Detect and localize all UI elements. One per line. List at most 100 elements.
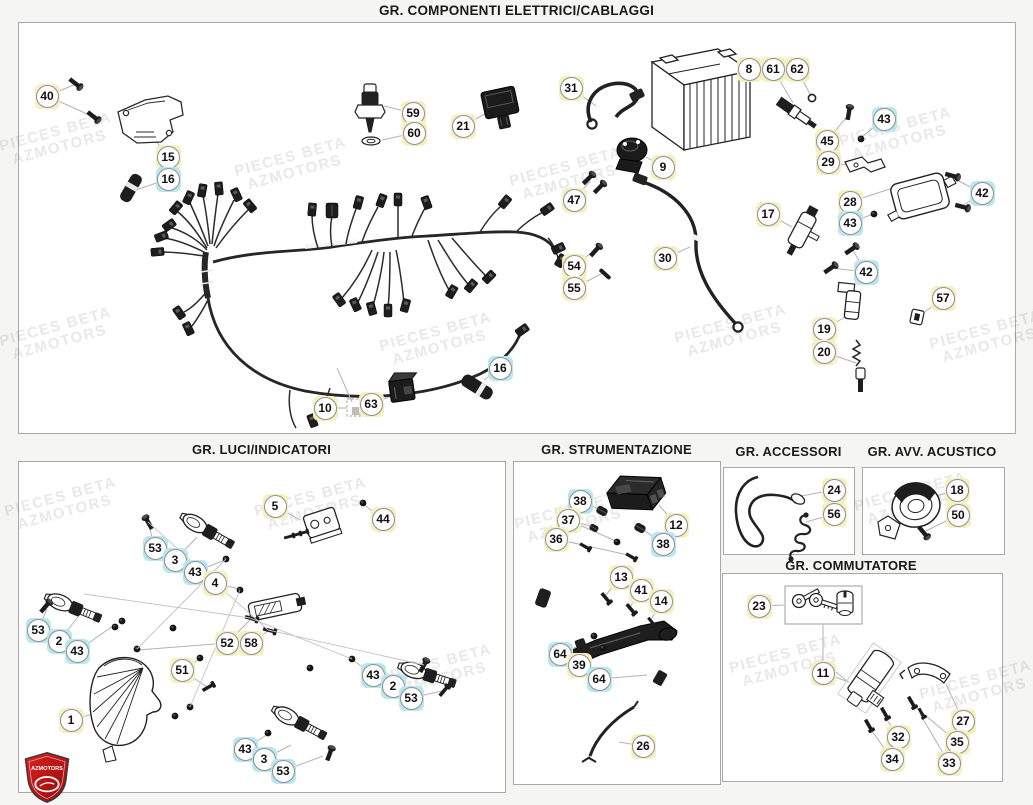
callout-55[interactable]: 55: [561, 275, 587, 301]
callout-62[interactable]: 62: [784, 56, 810, 82]
part-spark-plug-61-62: [775, 93, 817, 129]
callout-1[interactable]: 1: [58, 707, 84, 733]
callout-number: 38: [568, 489, 592, 513]
callout-60[interactable]: 60: [401, 120, 427, 146]
callout-18[interactable]: 18: [944, 477, 970, 503]
callout-34[interactable]: 34: [879, 746, 905, 772]
part-cdi-unit-28: [870, 169, 972, 222]
lock-cylinder: [836, 590, 854, 616]
callout-33[interactable]: 33: [936, 750, 962, 776]
callout-number: 31: [559, 76, 583, 100]
callout-53[interactable]: 53: [398, 685, 424, 711]
callout-number: 28: [838, 190, 862, 214]
part-starter-relay-9: [615, 137, 648, 174]
callout-number: 61: [761, 57, 785, 81]
callout-31[interactable]: 31: [558, 75, 584, 101]
callout-3[interactable]: 3: [251, 746, 277, 772]
callout-10[interactable]: 10: [312, 395, 338, 421]
callout-number: 16: [488, 356, 512, 380]
callout-number: 18: [945, 478, 969, 502]
callout-52[interactable]: 52: [214, 630, 240, 656]
callout-63[interactable]: 63: [358, 391, 384, 417]
callout-47[interactable]: 47: [561, 187, 587, 213]
callout-57[interactable]: 57: [930, 285, 956, 311]
part-bracket-5: [302, 506, 343, 544]
callout-number: 36: [544, 527, 568, 551]
callout-40[interactable]: 40: [34, 83, 60, 109]
callout-53[interactable]: 53: [142, 535, 168, 561]
callout-35[interactable]: 35: [944, 729, 970, 755]
callout-number: 33: [937, 751, 961, 775]
callout-50[interactable]: 50: [945, 502, 971, 528]
part-screws-5: [283, 528, 310, 541]
callout-28[interactable]: 28: [837, 189, 863, 215]
callout-11[interactable]: 11: [810, 660, 836, 686]
part-indicator-rear-left: [268, 701, 330, 744]
callout-number: 34: [880, 747, 904, 771]
callout-16[interactable]: 16: [155, 166, 181, 192]
part-horn-18: [877, 482, 941, 542]
part-fuse-16-left: [120, 173, 142, 203]
callout-54[interactable]: 54: [561, 253, 587, 279]
callout-53[interactable]: 53: [25, 617, 51, 643]
callout-20[interactable]: 20: [811, 339, 837, 365]
callout-number: 37: [556, 508, 580, 532]
callout-42[interactable]: 42: [969, 180, 995, 206]
callout-30[interactable]: 30: [652, 245, 678, 271]
callout-number: 38: [651, 532, 675, 556]
callout-19[interactable]: 19: [811, 316, 837, 342]
callout-53[interactable]: 53: [270, 758, 296, 784]
callout-36[interactable]: 36: [543, 526, 569, 552]
callout-number: 53: [143, 536, 167, 560]
callout-61[interactable]: 61: [760, 56, 786, 82]
callout-26[interactable]: 26: [630, 733, 656, 759]
callout-3[interactable]: 3: [162, 547, 188, 573]
part-spark-plug-cap-19-20: [837, 281, 866, 392]
callout-number: 52: [215, 631, 239, 655]
callout-56[interactable]: 56: [821, 501, 847, 527]
callout-29[interactable]: 29: [815, 149, 841, 175]
callout-number: 15: [156, 145, 180, 169]
callout-16[interactable]: 16: [487, 355, 513, 381]
callout-number: 13: [609, 565, 633, 589]
callout-13[interactable]: 13: [608, 564, 634, 590]
callout-number: 64: [587, 667, 611, 691]
callout-number: 17: [756, 202, 780, 226]
callout-23[interactable]: 23: [746, 593, 772, 619]
callout-51[interactable]: 51: [169, 657, 195, 683]
callout-37[interactable]: 37: [555, 507, 581, 533]
callout-number: 43: [872, 107, 896, 131]
callout-41[interactable]: 41: [628, 577, 654, 603]
callout-number: 64: [548, 642, 572, 666]
callout-43[interactable]: 43: [232, 736, 258, 762]
callout-15[interactable]: 15: [155, 144, 181, 170]
callout-number: 47: [562, 188, 586, 212]
callout-5[interactable]: 5: [262, 493, 288, 519]
callout-43[interactable]: 43: [837, 210, 863, 236]
callout-9[interactable]: 9: [650, 154, 676, 180]
callout-14[interactable]: 14: [648, 588, 674, 614]
callout-32[interactable]: 32: [885, 724, 911, 750]
callout-number: 42: [970, 181, 994, 205]
callout-43[interactable]: 43: [182, 559, 208, 585]
callout-58[interactable]: 58: [238, 630, 264, 656]
callout-17[interactable]: 17: [755, 201, 781, 227]
part-speedo-dampers: [578, 504, 648, 563]
callout-number: 50: [946, 503, 970, 527]
callout-4[interactable]: 4: [202, 570, 228, 596]
callout-43[interactable]: 43: [64, 638, 90, 664]
callout-42[interactable]: 42: [853, 259, 879, 285]
callout-number: 51: [170, 658, 194, 682]
part-keys-box-23: [784, 585, 863, 681]
section-title-strumentazione: GR. STRUMENTAZIONE: [541, 442, 692, 457]
callout-44[interactable]: 44: [370, 506, 396, 532]
callout-38[interactable]: 38: [650, 531, 676, 557]
callout-21[interactable]: 21: [450, 113, 476, 139]
callout-64[interactable]: 64: [586, 666, 612, 692]
callout-12[interactable]: 12: [663, 512, 689, 538]
part-cable-24: [734, 475, 806, 548]
callout-43[interactable]: 43: [871, 106, 897, 132]
callout-24[interactable]: 24: [821, 477, 847, 503]
callout-8[interactable]: 8: [736, 56, 762, 82]
